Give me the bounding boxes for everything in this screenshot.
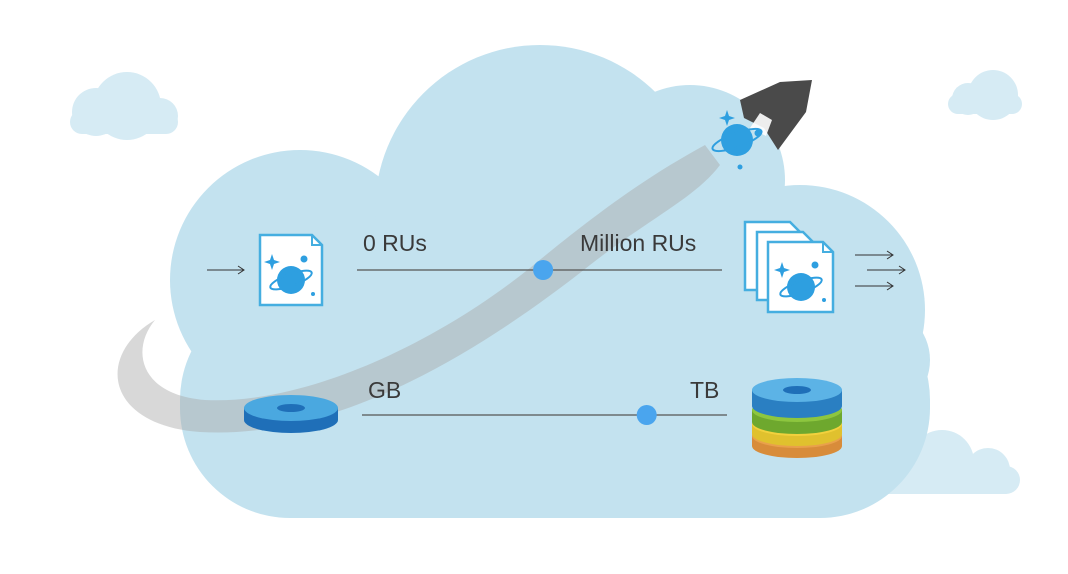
cloud-small-right-icon: [948, 70, 1022, 120]
single-document-icon: [258, 233, 324, 307]
cloud-small-left-icon: [70, 72, 178, 140]
outgoing-arrows-icon: [855, 250, 906, 291]
throughput-min-label: 0 RUs: [363, 230, 427, 256]
rocket-trail-swoosh: [117, 145, 720, 433]
single-disk-icon: [244, 395, 338, 433]
rocket-icon: [711, 80, 812, 170]
storage-max-label: TB: [690, 377, 720, 403]
storage-min-label: GB: [368, 377, 402, 403]
throughput-max-label: Million RUs: [580, 230, 697, 256]
storage-scale: [362, 405, 727, 425]
throughput-scale: [357, 260, 722, 280]
document-stack-icon: [743, 220, 835, 314]
arrow-icon: [207, 265, 245, 275]
disk-stack-icon: [752, 378, 842, 458]
throughput-slider-knob[interactable]: [533, 260, 554, 280]
storage-slider-knob[interactable]: [636, 405, 657, 425]
